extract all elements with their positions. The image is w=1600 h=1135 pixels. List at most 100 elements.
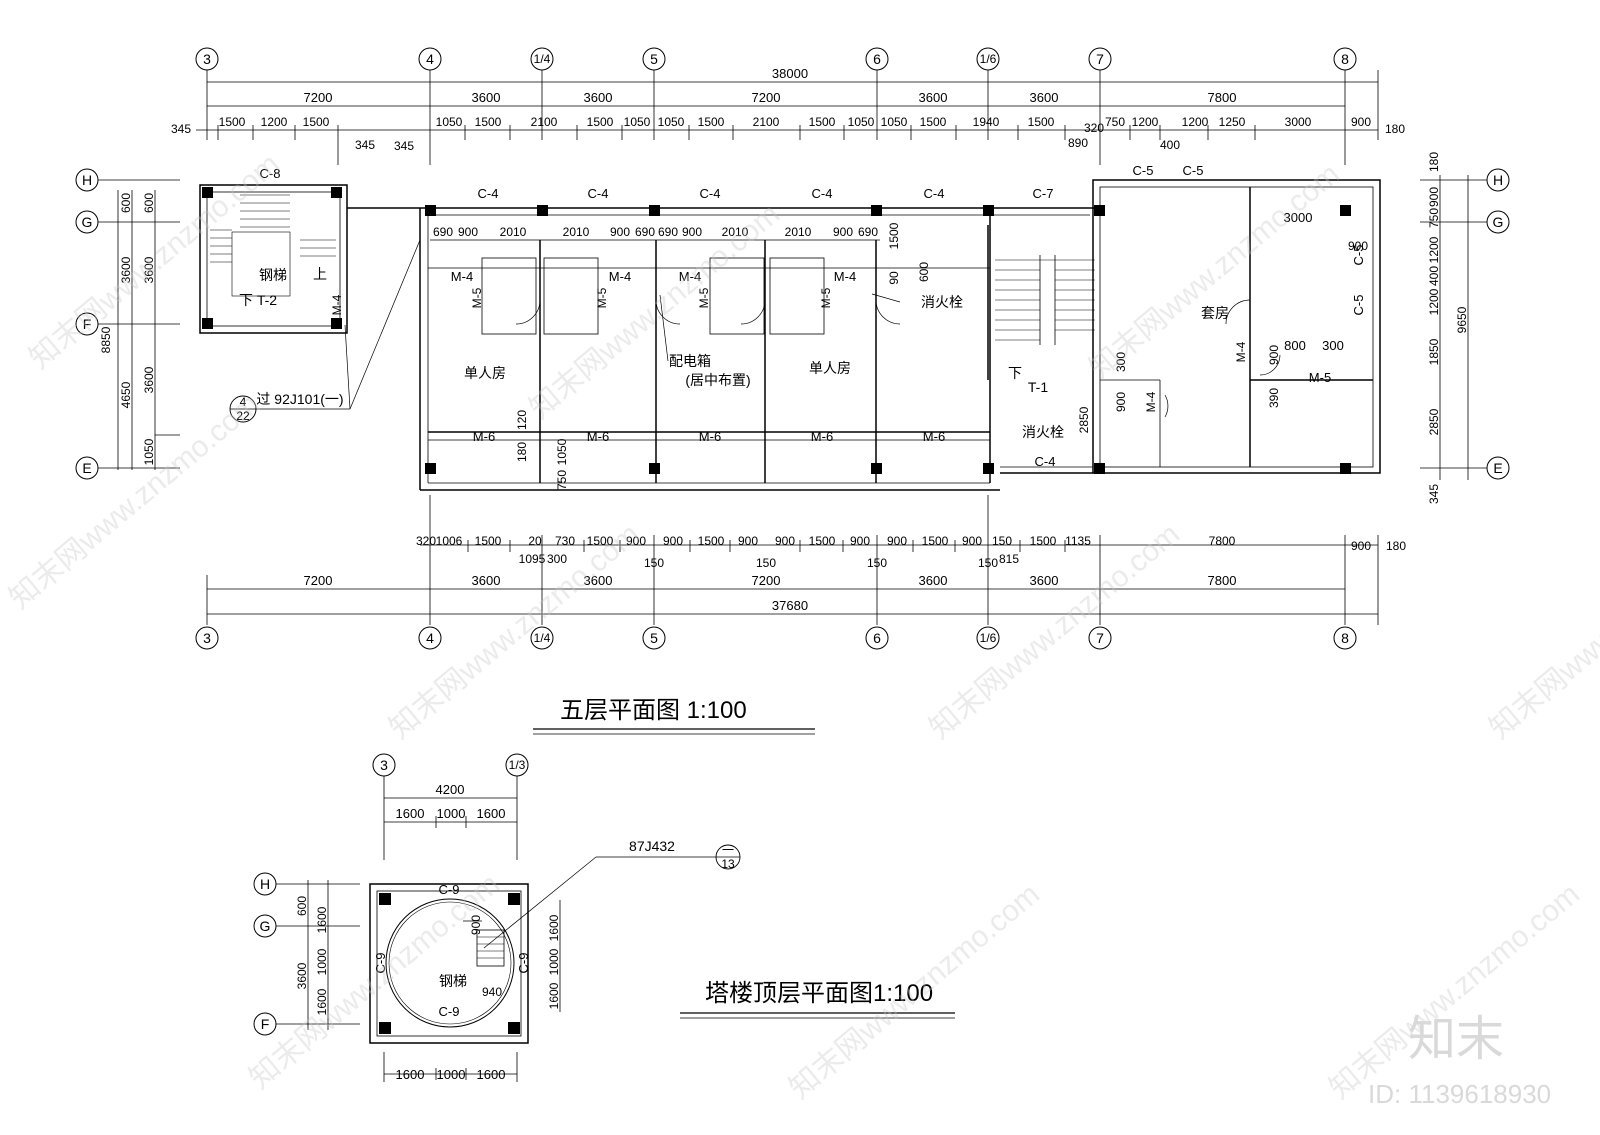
detail-labels-top: 345 1500 1200 1500 345 345 1050 1500 210… (171, 115, 1405, 153)
window-label: C-9 (439, 1004, 460, 1019)
dim-corridor: 2010 (500, 225, 527, 239)
dim-right: 180 (1427, 152, 1441, 172)
tower-stair-dim: 900 (469, 915, 483, 935)
dim-detail: 345 (355, 138, 375, 152)
dim-detail: 1135 (1065, 534, 1091, 548)
tower-right-dims: 1600 1000 1600 (547, 900, 561, 1012)
dim-corridor: 2010 (563, 225, 590, 239)
dim-span: 7200 (304, 573, 333, 588)
dim-tower-top: 1600 (477, 806, 506, 821)
window-label: C-9 (439, 882, 460, 897)
door-label: M-5 (595, 287, 609, 308)
dim-left: 600 (119, 193, 133, 213)
window-label: C-5 (1133, 163, 1154, 178)
stair-up-label: 上 (313, 266, 327, 282)
room-name-single-1: 单人房 (464, 365, 506, 381)
dim-right: 1200 (1427, 288, 1441, 315)
dim-span: 7200 (752, 573, 781, 588)
dim-detail: 7800 (1209, 534, 1236, 548)
dim-misc: 300 (1114, 352, 1128, 372)
dim-detail: 900 (1351, 539, 1371, 553)
dim-corridor: 900 (682, 225, 702, 239)
axis-label: 3 (380, 757, 388, 773)
dim-misc: 90 (887, 271, 901, 285)
watermark-text: 知末网www.znzmo.com (1323, 878, 1586, 1106)
dim-left: 3600 (142, 256, 156, 283)
axis-label: E (1493, 460, 1502, 476)
dim-span: 7200 (304, 90, 333, 105)
dim-detail: 1050 (658, 115, 685, 129)
window-label: C-4 (1035, 454, 1056, 469)
axis-label: 7 (1096, 51, 1104, 67)
dim-right: 750 (1427, 208, 1441, 228)
dim-tower-bottom: 1600 (477, 1067, 506, 1082)
axis-label: G (1493, 214, 1504, 230)
tower-plan-title: 塔楼顶层平面图1:100 (705, 980, 933, 1007)
axis-label: 1/6 (980, 52, 997, 66)
dim-tower-left: 3600 (295, 962, 309, 989)
stair-down-t1-label: 下 (1008, 365, 1022, 381)
dim-right: 400 (1427, 266, 1441, 286)
dim-detail: 900 (887, 534, 907, 548)
fire-hydrant-label-2: 消火栓 (1022, 424, 1064, 440)
axis-label: 5 (650, 51, 658, 67)
dim-detail: 345 (171, 122, 191, 136)
door-label: M-4 (834, 269, 856, 284)
dim-span: 3600 (1030, 573, 1059, 588)
dim-span: 3600 (584, 573, 613, 588)
detail-callout-bottom: 22 (236, 409, 250, 423)
axis-label: 5 (650, 630, 658, 646)
dim-misc: 900 (1267, 345, 1281, 365)
dim-corridor: 2010 (785, 225, 812, 239)
tower-total-top: 4200 (436, 782, 465, 797)
ticks-top (206, 70, 1379, 165)
room-name-single-2: 单人房 (809, 360, 851, 376)
axis-label: E (82, 460, 91, 476)
dim-detail: 1500 (219, 115, 246, 129)
dim-tower-bottom: 1000 (437, 1067, 466, 1082)
top-dimensions: 38000 7200 3600 3600 7200 3600 3600 7800… (171, 66, 1405, 165)
dim-detail: 1500 (303, 115, 330, 129)
dim-misc: 750 (555, 470, 569, 490)
dim-misc: 1050 (555, 438, 569, 465)
dim-detail: 900 (775, 534, 795, 548)
dim-tower-right: 1000 (547, 948, 561, 975)
tower-bottom-dims: 1600 1000 1600 (383, 1052, 518, 1082)
window-label: C-4 (812, 186, 833, 201)
dim-tower-right: 1600 (547, 982, 561, 1009)
tower-stair-label: 钢梯 (439, 973, 467, 989)
axis-label: 3 (203, 630, 211, 646)
door-label: M-6 (699, 429, 721, 444)
dim-tower-top: 1000 (437, 806, 466, 821)
dim-detail: 320 (1084, 121, 1104, 135)
watermark-logo: 知末 (1408, 1013, 1504, 1066)
axis-label: H (82, 172, 92, 188)
dim-detail: 400 (1160, 138, 1180, 152)
window-label: C-4 (700, 186, 721, 201)
window-label: C-5 (1351, 245, 1366, 266)
dim-detail: 900 (850, 534, 870, 548)
dim-detail: 1200 (1182, 115, 1209, 129)
room-labels: 单人房 单人房 套房 钢梯 上 下 T-2 下 T-1 消火栓 消火栓 配电箱 … (239, 266, 1229, 440)
distribution-box-label: 配电箱 (669, 353, 711, 369)
dim-left: 3600 (119, 256, 133, 283)
dim-detail: 1500 (920, 115, 947, 129)
left-dimensions: 600 600 3600 3600 8850 4650 3600 1050 (98, 179, 180, 470)
window-label: C-4 (588, 186, 609, 201)
bottom-axis-bubbles: 3 4 1/4 5 6 1/6 7 8 (195, 626, 1357, 650)
door-label: M-5 (470, 287, 484, 308)
dim-corridor: 690 (635, 225, 655, 239)
door-swings (515, 299, 1281, 418)
tower-top-dims: 4200 1600 1000 1600 (383, 776, 518, 860)
dim-corridor: 690 (433, 225, 453, 239)
dim-left: 4650 (119, 381, 133, 408)
tower-ref-code: 87J432 (629, 838, 675, 854)
dim-span: 3600 (584, 90, 613, 105)
dim-detail: 1006 (436, 534, 463, 548)
dim-detail: 1500 (475, 115, 502, 129)
dim-right: 1850 (1427, 338, 1441, 365)
bottom-dimensions: 37680 7200 3600 3600 7200 3600 3600 7800… (206, 495, 1406, 625)
door-labels: M-4 M-4 M-4 M-4 M-4 M-5 M-5 M-5 M-5 M-6 … (330, 269, 1331, 444)
door-label: M-4 (451, 269, 473, 284)
watermark-text: 知末网www.znzmo.com (3, 388, 266, 616)
